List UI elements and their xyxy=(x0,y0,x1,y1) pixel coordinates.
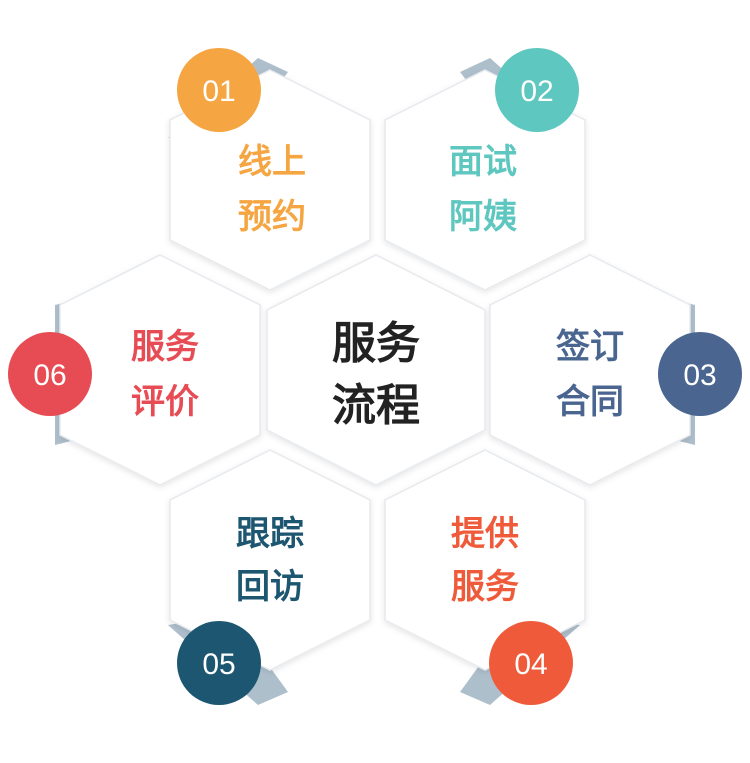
step-06-label-line1: 服务 xyxy=(131,327,199,367)
center-title-line1: 服务 xyxy=(332,318,420,369)
step-02-label-line1: 面试 xyxy=(449,142,517,182)
step-01-badge: 01 xyxy=(177,48,261,132)
hexagon-06 xyxy=(59,254,261,486)
step-04-label-line2: 服务 xyxy=(451,567,519,607)
step-02-label-line2: 阿姨 xyxy=(449,197,517,237)
step-03-badge: 03 xyxy=(658,332,742,416)
step-04-number: 04 xyxy=(514,648,547,681)
step-05-label-line1: 跟踪 xyxy=(236,514,304,554)
step-04-label-line1: 提供 xyxy=(451,514,519,554)
step-03-label-line1: 签订 xyxy=(556,327,624,367)
center-title-line2: 流程 xyxy=(332,380,420,431)
step-06-badge: 06 xyxy=(8,332,92,416)
step-05-number: 05 xyxy=(202,648,235,681)
step-01-label-line2: 预约 xyxy=(238,197,306,237)
step-06-label-line2: 评价 xyxy=(131,382,199,422)
step-05-label-line2: 回访 xyxy=(236,567,304,607)
hexagon-03 xyxy=(489,254,691,486)
step-01-number: 01 xyxy=(202,75,235,108)
step-03-label-line2: 合同 xyxy=(556,382,624,422)
step-02-number: 02 xyxy=(520,75,553,108)
step-03-number: 03 xyxy=(683,359,716,392)
step-04-badge: 04 xyxy=(489,621,573,705)
step-02-badge: 02 xyxy=(495,48,579,132)
hexagon-04 xyxy=(384,449,586,671)
hexagon-05 xyxy=(169,449,371,671)
step-06-number: 06 xyxy=(33,359,66,392)
step-01-label-line1: 线上 xyxy=(238,142,306,182)
step-05-badge: 05 xyxy=(177,621,261,705)
hexagon-center xyxy=(266,254,486,486)
